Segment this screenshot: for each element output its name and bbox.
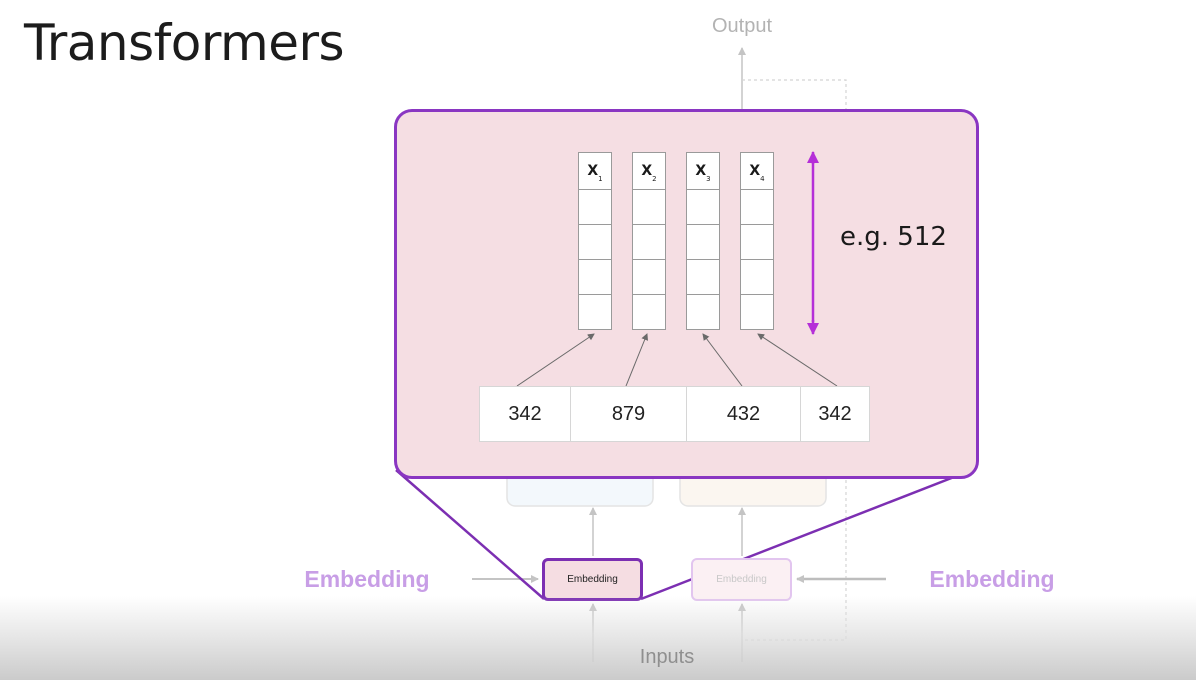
- token-id-row: 342 879 432 342: [479, 386, 870, 442]
- token-id-cell: 432: [687, 387, 801, 441]
- dimension-label: e.g. 512: [840, 222, 947, 252]
- token-arrow-1: [516, 333, 595, 387]
- embedding-zoom-panel: X1 X2 X3 X4 e.g. 512 342 879 432 342: [394, 109, 979, 479]
- slide-title: Transformers: [24, 14, 345, 72]
- right-embedding-label: Embedding: [929, 566, 1055, 592]
- zoom-line-left: [395, 469, 545, 600]
- left-embedding-label: Embedding: [304, 566, 430, 592]
- vector-header: X2: [633, 153, 665, 190]
- decoder-embedding-box: Embedding: [691, 558, 792, 601]
- embedding-vector: X3: [686, 152, 720, 330]
- vector-header: X3: [687, 153, 719, 190]
- token-arrow-2: [625, 333, 648, 387]
- output-label: Output: [711, 15, 773, 37]
- zoom-arrows: [516, 151, 838, 387]
- embedding-vector: X4: [740, 152, 774, 330]
- token-id-cell: 342: [480, 387, 571, 441]
- embedding-vector: X1: [578, 152, 612, 330]
- token-arrow-4: [757, 333, 838, 387]
- token-id-cell: 879: [571, 387, 687, 441]
- vector-header: X1: [579, 153, 611, 190]
- token-arrow-3: [702, 333, 743, 387]
- inputs-label: Inputs: [639, 646, 695, 668]
- token-id-cell: 342: [818, 402, 852, 425]
- vector-header: X4: [741, 153, 773, 190]
- encoder-embedding-box: Embedding: [542, 558, 643, 601]
- embedding-vector: X2: [632, 152, 666, 330]
